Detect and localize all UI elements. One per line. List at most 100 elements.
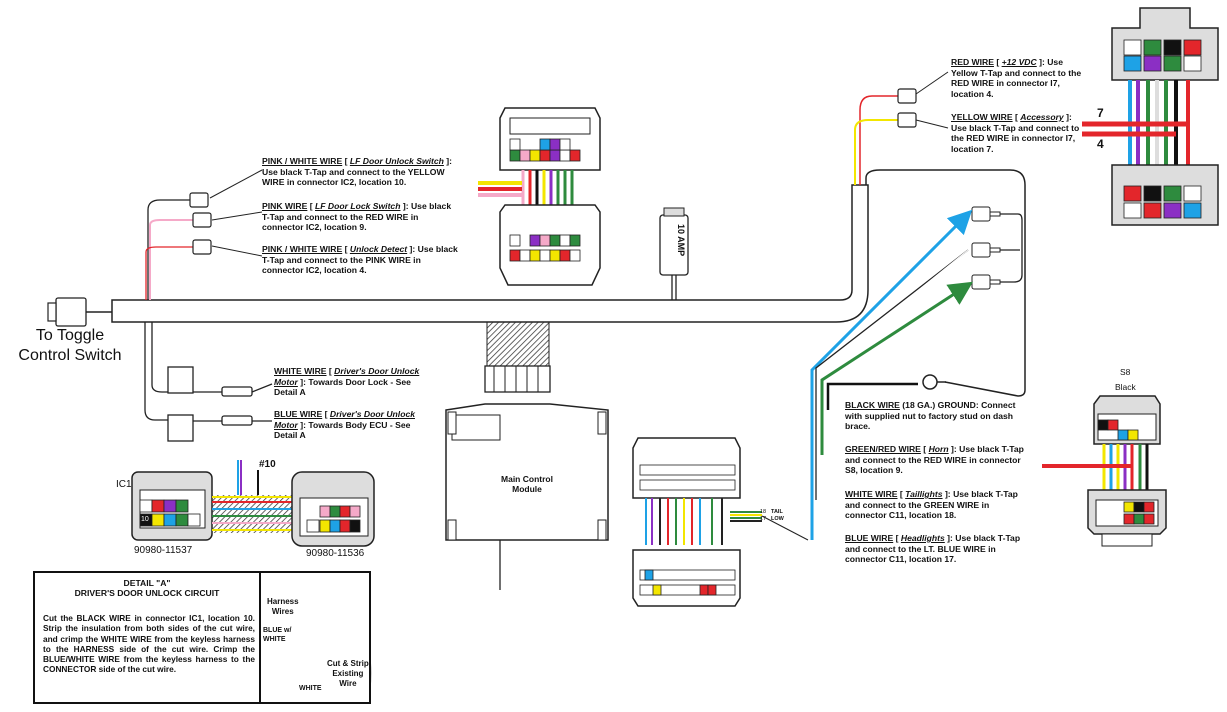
connector-ic2	[291, 471, 375, 547]
blue-leader	[810, 209, 973, 540]
detail-cut-line3: Wire	[339, 679, 357, 688]
white-leader	[815, 249, 969, 500]
note-white-driver-unlock: WHITE WIRE [ Driver's Door Unlock Motor …	[274, 366, 420, 398]
note-func: Taillights	[905, 489, 943, 499]
note-head: PINK WIRE	[262, 201, 308, 211]
toggle-label-line1: To Toggle	[35, 327, 105, 344]
toggle-connector	[47, 297, 112, 327]
door-lock-branch	[144, 322, 273, 442]
module-label-line2: Module	[512, 484, 542, 494]
black-leader	[826, 382, 918, 410]
note-text: Use black T-Tap and connect to the PINK …	[262, 244, 458, 276]
detail-cut-line2: Existing	[332, 669, 364, 678]
detail-a-body: Cut the BLACK WIRE in connector IC1, loc…	[43, 613, 255, 675]
note-head: RED WIRE	[951, 57, 994, 67]
left-ttap-wires	[145, 199, 193, 300]
note-func: (18 GA.) GROUND:	[902, 400, 979, 410]
module-label: Main Control Module	[478, 474, 576, 494]
fuse-holder	[659, 207, 689, 300]
green-leader	[820, 281, 974, 455]
connector-s8	[1042, 395, 1167, 547]
ground-ring	[922, 374, 946, 390]
toggle-label: To Toggle Control Switch	[8, 326, 132, 366]
note-head: PINK / WHITE WIRE	[262, 244, 343, 254]
note-red-12v: RED WIRE [ +12 VDC ]: Use Yellow T-Tap a…	[951, 57, 1082, 99]
note-yellow-acc: YELLOW WIRE [ Accessory ]: Use black T-T…	[951, 112, 1080, 154]
right-mid-ttaps	[971, 206, 1023, 290]
detail-a-box: DETAIL "A" DRIVER'S DOOR UNLOCK CIRCUIT …	[33, 571, 371, 704]
note-head: PINK / WHITE WIRE	[262, 156, 343, 166]
right-top-leaders	[915, 71, 949, 129]
note-func: Driver's Door Unlock Motor	[274, 409, 415, 430]
note-pink-white-unlock-detect: PINK / WHITE WIRE [ Unlock Detect ]: Use…	[262, 244, 458, 276]
connector-top-center	[478, 107, 601, 286]
connector-c11	[632, 437, 809, 607]
note-func: Accessory	[1020, 112, 1064, 122]
note-func: Driver's Door Unlock Motor	[274, 366, 420, 387]
ic1-pin-10: 10	[141, 516, 149, 523]
c11-tail: TAIL	[771, 509, 783, 515]
note-head: YELLOW WIRE	[951, 112, 1013, 122]
ic2-part: 90980-11536	[306, 548, 365, 559]
note-head: WHITE WIRE	[274, 366, 327, 376]
note-func: LF Door Unlock Switch	[349, 156, 444, 166]
note-text: Use black T-Tap and connect to the RED W…	[951, 122, 1080, 154]
note-text: Towards Door Lock - See Detail A	[274, 376, 411, 398]
ic1-name: IC1	[116, 479, 132, 490]
note-head: WHITE WIRE	[845, 489, 898, 499]
connector-ic1	[131, 471, 213, 541]
i7-loc4: 4	[1097, 137, 1104, 151]
note-text: Use black T-Tap and connect to the RED W…	[845, 444, 1024, 476]
detail-cut-label: Cut & Strip Existing Wire	[327, 659, 369, 689]
note-text: Use black T-Tap and connect to the YELLO…	[262, 166, 445, 188]
note-func: Horn	[928, 444, 949, 454]
detail-harness-line2: Wires	[271, 607, 294, 616]
ic2-name: #10	[259, 459, 276, 470]
detail-white-label: WHITE	[299, 685, 322, 692]
s8-name: S8	[1120, 367, 1131, 377]
connector-i7	[1082, 4, 1219, 234]
note-white-taillights: WHITE WIRE [ Taillights ]: Use black T-T…	[845, 489, 1018, 521]
note-head: BLUE WIRE	[845, 533, 894, 543]
note-blue-driver-unlock: BLUE WIRE [ Driver's Door Unlock Motor ]…	[274, 409, 415, 441]
fuse-label: 10 AMP	[676, 224, 686, 257]
detail-a-text-panel: DETAIL "A" DRIVER'S DOOR UNLOCK CIRCUIT …	[35, 573, 261, 702]
detail-a-title: DETAIL "A" DRIVER'S DOOR UNLOCK CIRCUIT	[35, 578, 259, 598]
note-text: Use black T-Tap and connect to the RED W…	[262, 201, 452, 233]
left-leaders	[209, 169, 263, 257]
note-func: +12 VDC	[1001, 57, 1037, 67]
detail-harness-line1: Harness	[267, 597, 299, 606]
note-func: Headlights	[900, 533, 945, 543]
note-func: Unlock Detect	[349, 244, 408, 254]
right-top-wires	[854, 95, 1026, 397]
note-text: Use black T-Tap and connect to the LT. B…	[845, 533, 1021, 565]
detail-bluewhite-line2: WHITE	[263, 635, 286, 643]
note-blue-headlights: BLUE WIRE [ Headlights ]: Use black T-Ta…	[845, 533, 1021, 565]
main-control-module	[445, 321, 609, 590]
ic1-part: 90980-11537	[134, 545, 193, 556]
right-top-ttaps	[897, 88, 917, 128]
note-head: BLUE WIRE	[274, 409, 323, 419]
note-text: Connect with supplied nut to factory stu…	[845, 400, 1016, 432]
main-harness	[111, 184, 869, 323]
note-green-red-horn: GREEN/RED WIRE [ Horn ]: Use black T-Tap…	[845, 444, 1024, 476]
detail-a-title-line2: DRIVER'S DOOR UNLOCK CIRCUIT	[74, 588, 220, 598]
left-ttaps	[189, 192, 212, 255]
note-pink-white-lf-unlock: PINK / WHITE WIRE [ LF Door Unlock Switc…	[262, 156, 453, 188]
c11-low-num: 17	[760, 516, 767, 522]
s8-color: Black	[1115, 382, 1136, 392]
detail-cut-line1: Cut & Strip	[327, 659, 369, 668]
module-label-line1: Main Control	[501, 474, 553, 484]
ic-wire-bundle	[212, 460, 292, 533]
detail-harness-label: Harness Wires	[267, 597, 299, 617]
note-func: LF Door Lock Switch	[315, 201, 401, 211]
note-head: BLACK WIRE	[845, 400, 900, 410]
note-text: Use Yellow T-Tap and connect to the RED …	[951, 57, 1082, 99]
toggle-label-line2: Control Switch	[18, 347, 122, 364]
note-text: Towards Body ECU - See Detail A	[274, 419, 411, 441]
note-pink-lf-lock: PINK WIRE [ LF Door Lock Switch ]: Use b…	[262, 201, 452, 233]
c11-low: LOW	[771, 516, 784, 522]
note-head: GREEN/RED WIRE	[845, 444, 921, 454]
detail-bluewhite-line1: BLUE w/	[263, 627, 292, 634]
